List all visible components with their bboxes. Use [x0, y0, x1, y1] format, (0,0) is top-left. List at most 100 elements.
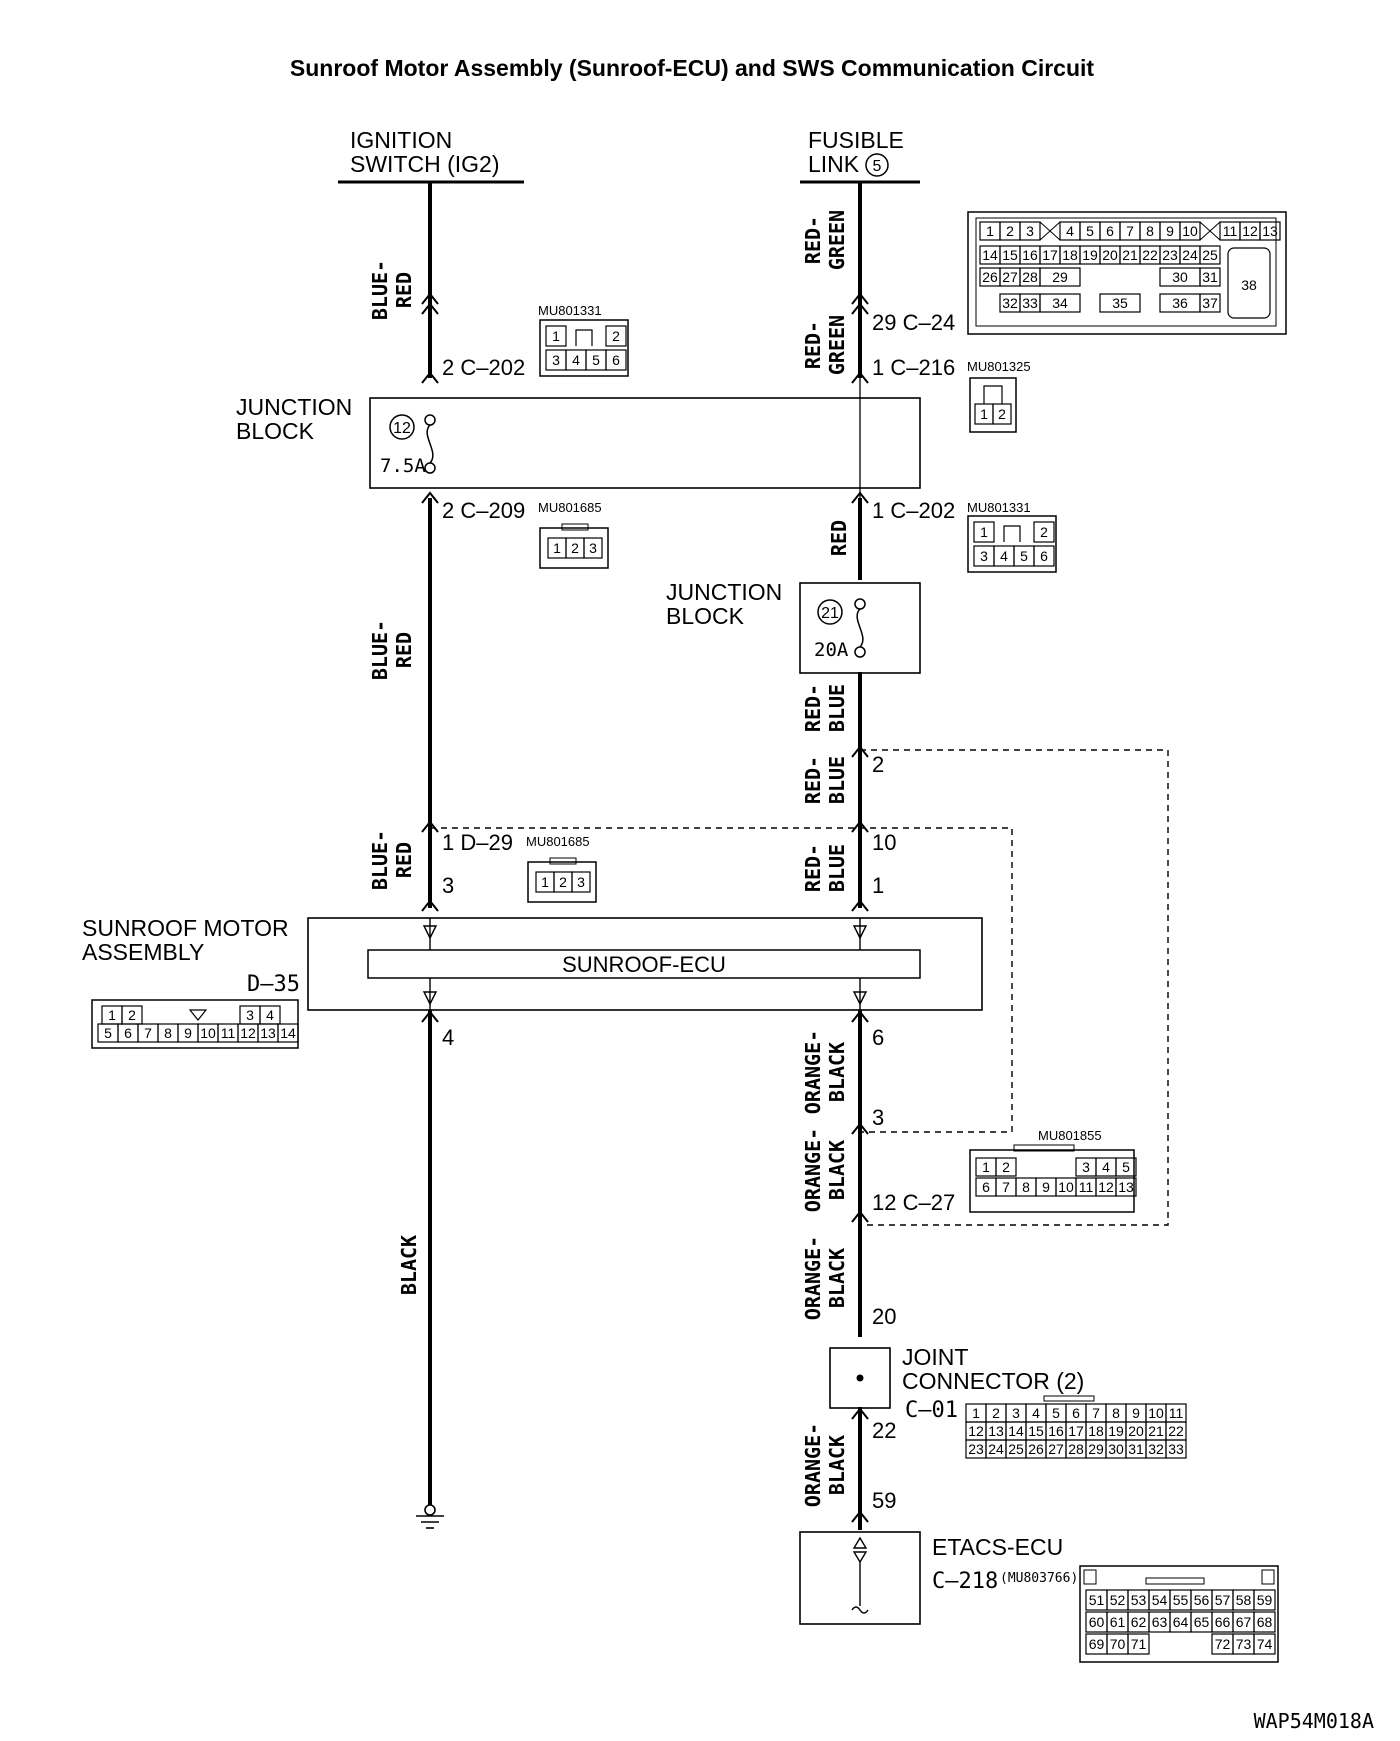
- connector-pin: 28: [1065, 1439, 1087, 1459]
- connector-pin: 32: [1145, 1439, 1167, 1459]
- wire-label: BLUE: [825, 756, 849, 804]
- connector-pin-label: 29: [1052, 269, 1068, 285]
- wire-label: BLACK: [397, 1235, 421, 1295]
- wire-blue-red-top: BLUE- RED: [368, 260, 416, 320]
- connector-pin-label: 51: [1089, 1592, 1105, 1608]
- wire-red-green-mid: RED- GREEN: [801, 315, 849, 375]
- ignition-label-2: SWITCH (IG2): [350, 151, 500, 177]
- connector-pin-label: 11: [1169, 1405, 1184, 1421]
- wire-label: RED-: [801, 756, 825, 804]
- junction-block-1-label-1: JUNCTION: [236, 394, 352, 420]
- connector-pin-label: 13: [1118, 1179, 1134, 1195]
- connector-pin: 27: [1045, 1439, 1067, 1459]
- connector-pin-label: 8: [1146, 223, 1154, 239]
- connector-c218-lock-left: [1083, 1569, 1097, 1585]
- wire-label: ORANGE-: [801, 1236, 825, 1320]
- connector-pin: 1: [973, 521, 995, 543]
- connector-pin-label: 71: [1131, 1636, 1147, 1652]
- connector-pin: 74: [1253, 1633, 1276, 1655]
- connector-pin: 73: [1232, 1633, 1255, 1655]
- connector-pin: 33: [1165, 1439, 1187, 1459]
- connector-pin-label: 70: [1110, 1636, 1126, 1652]
- connector-pin: 2: [553, 871, 573, 893]
- wire-label: BLUE: [825, 844, 849, 892]
- connector-pin-label: 5: [1122, 1159, 1130, 1175]
- connector-pin-label: 7: [1126, 223, 1134, 239]
- connector-pin: 4: [1025, 1403, 1047, 1423]
- connector-pin-label: 3: [577, 874, 585, 890]
- wire-orange-black-2: ORANGE- BLACK: [801, 1128, 849, 1212]
- connector-pin-label: 1: [986, 223, 994, 239]
- motor-assembly-label-1: SUNROOF MOTOR: [82, 915, 289, 941]
- connector-pin: 5: [1115, 1157, 1137, 1177]
- wire-label: ORANGE-: [801, 1030, 825, 1114]
- junction-block-2: [799, 582, 921, 674]
- fusible-label-2: LINK: [808, 151, 860, 177]
- connector-pin-label: 1: [553, 540, 561, 556]
- connector-pin: 68: [1253, 1611, 1276, 1633]
- connector-pin-label: 24: [988, 1441, 1004, 1457]
- connector-pin-label: 10: [1058, 1179, 1074, 1195]
- connector-pin-label: 32: [1002, 295, 1018, 311]
- connector-pin-label: 25: [1008, 1441, 1024, 1457]
- connector-pin-label: 8: [1022, 1179, 1030, 1195]
- diagram-title: Sunroof Motor Assembly (Sunroof-ECU) and…: [290, 55, 1094, 81]
- connector-c24-big-slot: [1227, 247, 1271, 319]
- connector-pin: 7: [1085, 1403, 1107, 1423]
- connector-pin: 20: [1099, 245, 1121, 265]
- connector-pin: 1: [535, 871, 555, 893]
- connector-pin-label: 3: [552, 352, 560, 368]
- wire-label: BLACK: [825, 1140, 849, 1200]
- wire-red-blue-3: RED- BLUE: [801, 844, 849, 892]
- connector-pin-label: 4: [1066, 223, 1074, 239]
- connector-pin-label: 59: [1257, 1592, 1273, 1608]
- connector-pin: 58: [1232, 1589, 1255, 1611]
- connector-pin-label: 15: [1002, 247, 1018, 263]
- wire-label: RED-: [801, 844, 825, 892]
- fuse-12-symbol: [424, 414, 436, 474]
- connector-pin-label: 1: [982, 1159, 990, 1175]
- connector-pin: 31: [1199, 267, 1221, 287]
- connector-pin: 4: [1059, 221, 1081, 241]
- connector-pin-label: 57: [1215, 1592, 1231, 1608]
- connector-pin-label: 6: [1106, 223, 1114, 239]
- connector-pin: 8: [1015, 1177, 1037, 1197]
- connector-pin: 11: [1219, 221, 1241, 241]
- wire-red-blue-1: RED- BLUE: [801, 684, 849, 732]
- connector-pin: 6: [117, 1023, 139, 1043]
- connector-pin: 60: [1085, 1611, 1108, 1633]
- connector-pin: 25: [1199, 245, 1221, 265]
- connector-pin: 17: [1065, 1421, 1087, 1441]
- wire-label: BLUE-: [368, 830, 392, 890]
- connector-pin-label: 4: [1102, 1159, 1110, 1175]
- part-mu801685-b: MU801685: [526, 834, 590, 849]
- connector-pin: 13: [257, 1023, 279, 1043]
- connector-pin: 70: [1106, 1633, 1129, 1655]
- connector-pin: 1: [965, 1403, 987, 1423]
- joint-connector-label-1: JOINT: [902, 1344, 968, 1370]
- connector-pin-label: 53: [1131, 1592, 1147, 1608]
- connector-c27-latch: [1013, 1144, 1075, 1152]
- connector-pin-label: 56: [1194, 1592, 1210, 1608]
- wire-label: BLACK: [825, 1248, 849, 1308]
- figure-code: WAP54M018A: [1254, 1709, 1374, 1733]
- connector-pin-label: 20: [1128, 1423, 1144, 1439]
- ecu-signal-triangles: [422, 918, 868, 1010]
- connector-c218-latch: [1145, 1577, 1205, 1585]
- connector-pin-label: 30: [1108, 1441, 1124, 1457]
- connector-c27-outline: [969, 1149, 1135, 1213]
- connector-pin-label: 4: [1000, 548, 1008, 564]
- connector-pin-label: 2: [559, 874, 567, 890]
- connector-pin: 29: [1039, 267, 1081, 287]
- connector-pin: 31: [1125, 1439, 1147, 1459]
- pin-c216: 1 C–216: [872, 355, 955, 380]
- connector-pin: 24: [985, 1439, 1007, 1459]
- connector-pin: 3: [583, 537, 603, 559]
- connector-pin: 6: [605, 349, 627, 371]
- connector-pin: 35: [1099, 293, 1141, 313]
- wire-orange-black-3: ORANGE- BLACK: [801, 1236, 849, 1320]
- connector-pin-label: 61: [1110, 1614, 1126, 1630]
- part-mu801331-a: MU801331: [538, 303, 602, 318]
- connector-c24-outline: [967, 211, 1287, 335]
